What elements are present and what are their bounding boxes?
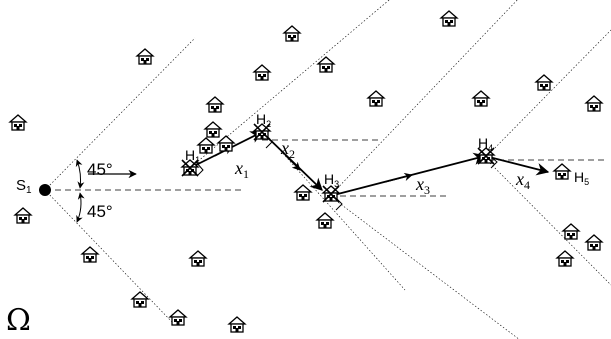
house-icon bbox=[189, 250, 207, 267]
angle-arc-upper bbox=[75, 159, 85, 189]
house-icon bbox=[556, 250, 574, 267]
house-icon bbox=[367, 90, 385, 107]
house-icon bbox=[206, 96, 224, 113]
hop-h2 bbox=[253, 123, 271, 141]
cross-mark bbox=[322, 185, 340, 203]
filled-circle-node bbox=[39, 184, 51, 196]
cross-mark bbox=[477, 147, 495, 165]
boundary-s1-lower bbox=[44, 189, 173, 323]
boundary-s1-upper bbox=[44, 37, 196, 191]
house-icon bbox=[136, 48, 154, 65]
labels: S1 45° 45° H1 H2 H3 H4 H5 x1 x2 x3 x4 Ω bbox=[6, 111, 589, 338]
house-icon bbox=[317, 56, 335, 73]
hop-label-h4: H4 bbox=[478, 135, 493, 153]
house-icon bbox=[81, 246, 99, 263]
house-icon bbox=[294, 184, 312, 201]
hop-label-h3: H3 bbox=[324, 171, 339, 189]
house-icon bbox=[253, 64, 271, 81]
hop-h5 bbox=[553, 163, 571, 180]
hop-label-h5: H5 bbox=[574, 169, 589, 187]
boundary-h1-upper bbox=[189, 0, 390, 169]
house-icon bbox=[562, 223, 580, 240]
hop-nodes bbox=[181, 123, 571, 203]
cross-mark bbox=[181, 159, 199, 177]
sector-boundaries bbox=[44, 0, 611, 339]
house-icon bbox=[14, 207, 32, 224]
segment-label-x1: x1 bbox=[234, 158, 249, 181]
mid-arrows bbox=[88, 146, 413, 183]
hop-h3 bbox=[322, 185, 340, 203]
house-icon bbox=[316, 212, 334, 229]
boundary-h3-upper bbox=[329, 0, 518, 197]
segment-label-x2: x2 bbox=[280, 138, 295, 161]
right-angle-h1 bbox=[195, 161, 204, 177]
house-icon bbox=[204, 121, 222, 138]
house-icon bbox=[9, 114, 27, 131]
house-icon bbox=[585, 95, 603, 112]
hop-h1 bbox=[181, 159, 199, 177]
angle-arc-lower bbox=[76, 192, 85, 223]
segment-label-x3: x3 bbox=[415, 174, 430, 197]
hop-label-h2: H2 bbox=[256, 111, 271, 129]
boundary-h4-lower bbox=[484, 157, 611, 286]
house-icon bbox=[440, 10, 458, 27]
house-icon bbox=[535, 74, 553, 91]
cross-mark bbox=[253, 123, 271, 141]
house-icon bbox=[472, 90, 490, 107]
start-label: S1 bbox=[16, 177, 32, 196]
house-icon bbox=[553, 163, 571, 180]
reference-lines bbox=[45, 139, 605, 197]
house-icon bbox=[169, 309, 187, 326]
region-label: Ω bbox=[6, 303, 31, 338]
house-icon bbox=[228, 316, 246, 333]
angle-label-upper: 45° bbox=[87, 160, 113, 179]
house-icon bbox=[283, 25, 301, 42]
angle-markers bbox=[75, 159, 85, 223]
angle-label-lower: 45° bbox=[87, 202, 113, 221]
house-icon bbox=[197, 137, 215, 154]
boundary-h4-upper bbox=[484, 29, 611, 159]
boundary-h3-lower-b bbox=[329, 195, 520, 339]
mid-arrow-x2 bbox=[284, 154, 301, 171]
house-icon bbox=[585, 234, 603, 251]
mid-arrow-x3 bbox=[384, 172, 413, 183]
segment-label-x4: x4 bbox=[515, 169, 530, 192]
hop-h4 bbox=[477, 147, 495, 165]
segment-x4 bbox=[484, 155, 550, 176]
hop-label-h1: H1 bbox=[185, 147, 200, 165]
house-icon bbox=[217, 135, 235, 152]
